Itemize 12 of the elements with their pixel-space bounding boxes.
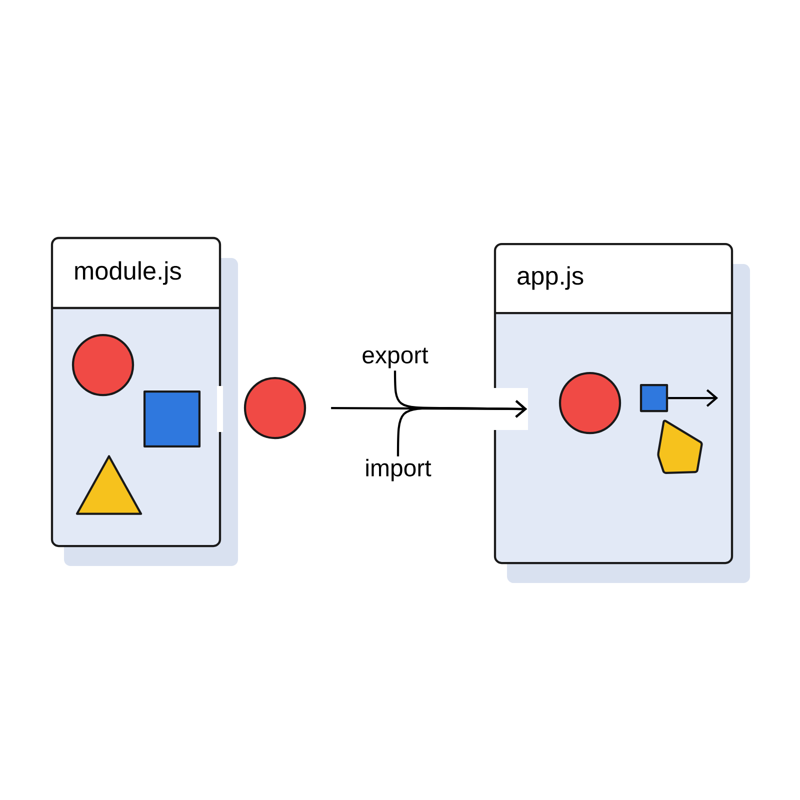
arrow (396, 400, 528, 456)
pentagon (657, 420, 703, 474)
circle (72, 334, 134, 396)
circle (244, 376, 306, 440)
text-label: import (366, 458, 432, 482)
square (143, 390, 201, 448)
arrow (668, 389, 718, 407)
circle (558, 372, 622, 434)
triangle (76, 455, 142, 515)
text-label: export (362, 348, 428, 368)
square (640, 384, 668, 412)
file-panel: app.js (493, 242, 750, 583)
